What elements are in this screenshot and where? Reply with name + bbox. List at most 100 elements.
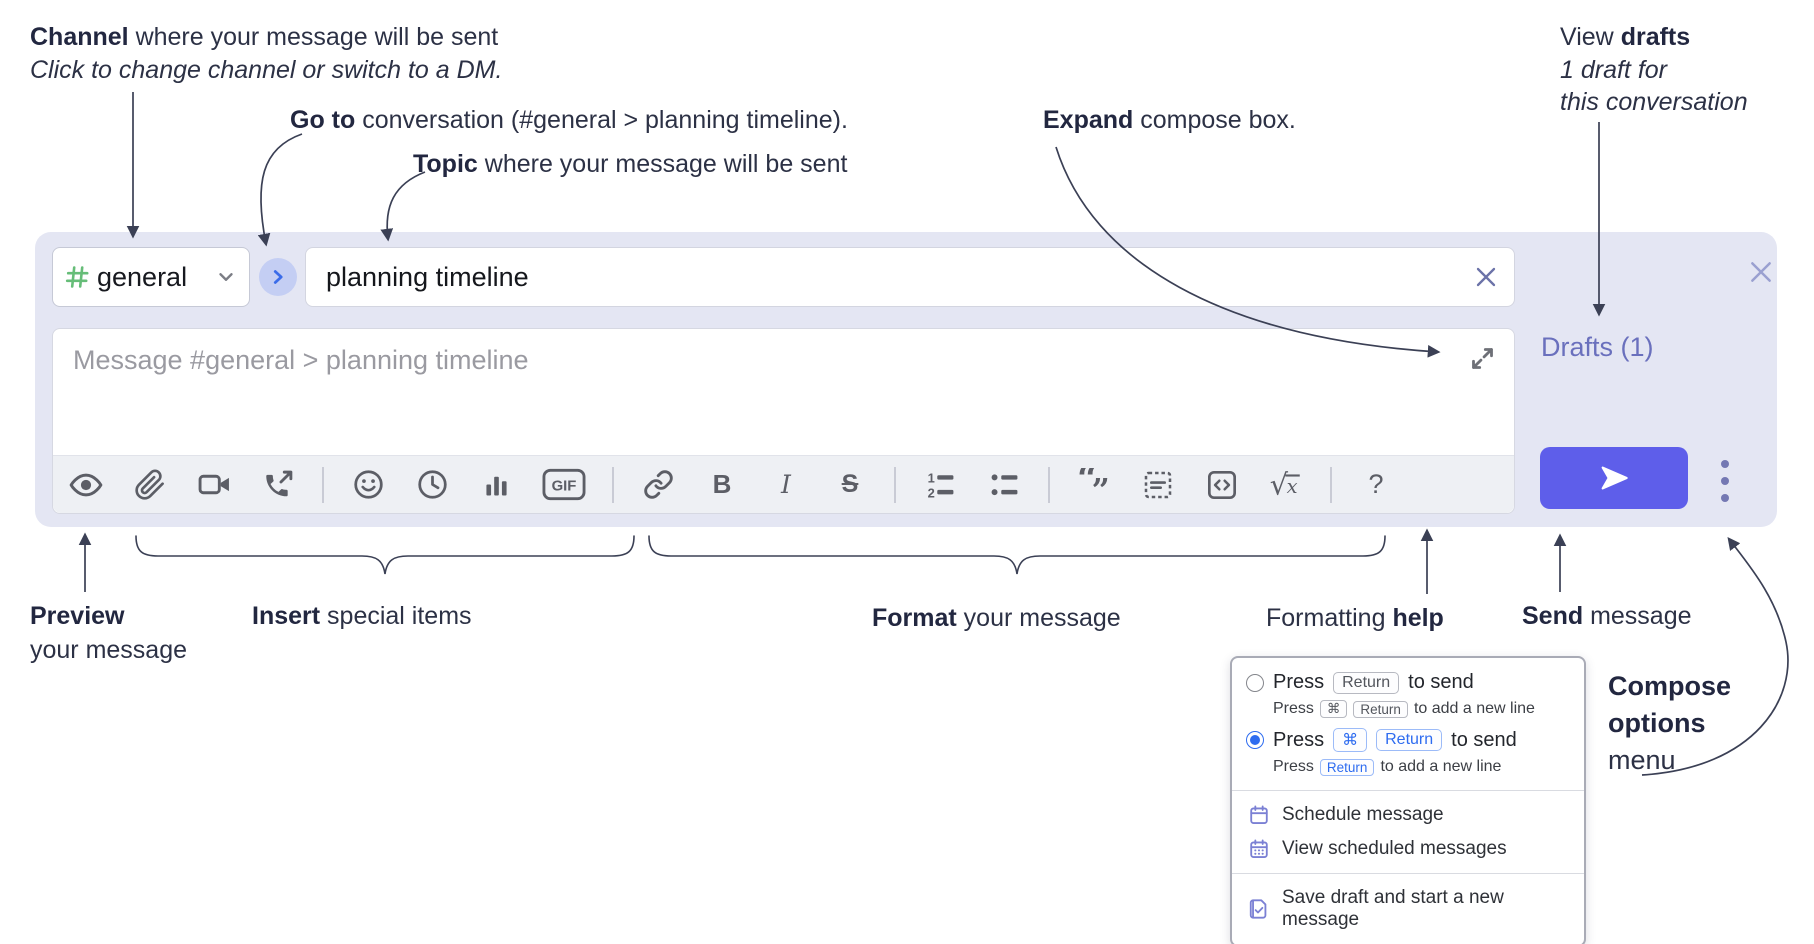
annotation-expand: Expand compose box. xyxy=(1043,104,1296,137)
annotation-go-to: Go to conversation (#general > planning … xyxy=(290,104,848,137)
video-call-button[interactable] xyxy=(194,465,234,505)
math-var-glyph: x xyxy=(1287,475,1298,498)
subtext: Press xyxy=(1273,700,1314,717)
key-return: Return xyxy=(1333,671,1400,694)
subtext: to add a new line xyxy=(1380,758,1502,775)
format-brace xyxy=(648,535,1386,575)
topic-input[interactable] xyxy=(326,261,1474,293)
key-return: Return xyxy=(1376,729,1443,751)
annotation-compose-line2: options xyxy=(1608,708,1706,738)
annotation-channel-sub: Click to change channel or switch to a D… xyxy=(30,56,503,84)
channel-name: general xyxy=(97,261,188,292)
annotation-topic: Topic where your message will be sent xyxy=(413,148,847,181)
bulleted-list-button[interactable] xyxy=(984,465,1024,505)
radio-selected-icon[interactable] xyxy=(1246,731,1264,749)
go-to-conversation-button[interactable] xyxy=(259,258,297,296)
add-poll-button[interactable] xyxy=(476,465,516,505)
annotation-help-pre: Formatting xyxy=(1266,604,1393,632)
eye-icon xyxy=(69,473,103,496)
calendar-days-icon xyxy=(1248,838,1270,860)
help-label: ? xyxy=(1368,469,1384,499)
expand-icon xyxy=(1472,348,1493,369)
ellipsis-dot xyxy=(1721,460,1729,468)
annotation-preview-line2: your message xyxy=(30,636,188,664)
formatting-help-button[interactable]: ? xyxy=(1356,465,1396,505)
enter-sends-subtext: Press ⌘ Return to add a new line xyxy=(1232,697,1584,725)
enter-sends-option[interactable]: Press Return to send xyxy=(1232,668,1584,697)
subtext: to add a new line xyxy=(1413,700,1535,717)
annotation-topic-rest: where your message will be sent xyxy=(477,150,848,178)
annotation-expand-rest: compose box. xyxy=(1133,106,1296,134)
menu-item-label: Save draft and start a new message xyxy=(1282,887,1504,930)
option-text: Press xyxy=(1273,728,1325,751)
preview-button[interactable] xyxy=(66,465,106,505)
toolbar-divider xyxy=(1048,466,1050,503)
annotation-send: Send message xyxy=(1522,600,1692,633)
annotation-topic-bold: Topic xyxy=(413,150,478,178)
code-button[interactable] xyxy=(1202,465,1242,505)
annotation-compose-options: Compose options menu xyxy=(1608,668,1731,779)
annotation-compose-line3: menu xyxy=(1608,745,1676,775)
message-input[interactable] xyxy=(53,329,1514,455)
quote-icon: “ ” xyxy=(1077,468,1110,502)
annotation-insert: Insert special items xyxy=(252,600,472,633)
key-return: Return xyxy=(1353,700,1408,718)
key-return: Return xyxy=(1319,758,1375,776)
link-icon xyxy=(643,470,673,499)
schedule-message-item[interactable]: Schedule message xyxy=(1232,798,1584,832)
save-draft-item[interactable]: Save draft and start a new message xyxy=(1232,881,1584,937)
calendar-icon xyxy=(1248,804,1270,826)
send-button[interactable] xyxy=(1540,447,1688,509)
view-scheduled-messages-item[interactable]: View scheduled messages xyxy=(1232,832,1584,866)
compose-options-menu-button[interactable] xyxy=(1711,453,1739,509)
annotation-expand-bold: Expand xyxy=(1043,106,1134,134)
emoji-button[interactable] xyxy=(348,465,388,505)
link-button[interactable] xyxy=(638,465,678,505)
math-button[interactable]: √ x xyxy=(1266,465,1306,505)
cmd-enter-sends-subtext: Press Return to add a new line xyxy=(1232,755,1584,783)
strikethrough-label: S xyxy=(841,470,859,498)
poll-bar-chart-icon xyxy=(485,476,507,496)
quote-open-glyph: “ xyxy=(1077,468,1098,500)
drafts-link[interactable]: Drafts (1) xyxy=(1541,332,1654,362)
compose-box: general xyxy=(35,232,1777,527)
annotation-format: Format your message xyxy=(872,602,1121,635)
spoiler-button[interactable] xyxy=(1138,465,1178,505)
smiley-icon xyxy=(353,470,383,499)
annotation-preview: Preview xyxy=(30,600,125,633)
annotation-view-drafts-pre: View xyxy=(1560,23,1621,51)
option-text: to send xyxy=(1451,728,1517,751)
numbered-list-button[interactable]: 1 2 xyxy=(920,465,960,505)
add-gif-button[interactable]: GIF xyxy=(540,465,588,505)
option-text: to send xyxy=(1408,671,1474,693)
bold-button[interactable]: B xyxy=(702,465,742,505)
chevron-right-icon xyxy=(273,270,283,284)
annotation-preview-bold: Preview xyxy=(30,602,125,630)
annotation-format-rest: your message xyxy=(956,604,1121,632)
expand-compose-button[interactable] xyxy=(1469,345,1496,372)
strikethrough-button[interactable]: S xyxy=(830,465,870,505)
gif-label: GIF xyxy=(552,478,577,494)
annotation-drafts-line2: 1 draft for xyxy=(1560,56,1667,84)
menu-item-label: Schedule message xyxy=(1282,804,1444,825)
audio-call-button[interactable] xyxy=(258,465,298,505)
radio-unselected-icon[interactable] xyxy=(1246,673,1264,692)
option-text: Press xyxy=(1273,671,1325,693)
ellipsis-dot xyxy=(1721,494,1729,502)
add-global-time-button[interactable] xyxy=(412,465,452,505)
channel-selector[interactable]: general xyxy=(52,247,250,307)
paperclip-icon xyxy=(135,469,164,500)
cmd-enter-sends-option[interactable]: Press ⌘ Return to send xyxy=(1232,725,1584,755)
quote-button[interactable]: “ ” xyxy=(1074,465,1114,505)
clear-topic-icon[interactable] xyxy=(1474,265,1498,289)
italic-label: I xyxy=(781,470,791,499)
italic-button[interactable]: I xyxy=(766,465,806,505)
annotation-send-rest: message xyxy=(1583,602,1692,630)
annotation-help-bold: help xyxy=(1392,604,1444,632)
subtext: Press xyxy=(1273,758,1314,775)
toolbar-divider xyxy=(612,466,614,503)
annotation-view-drafts-bold: drafts xyxy=(1620,23,1691,51)
close-compose-button[interactable] xyxy=(1747,258,1775,286)
code-icon xyxy=(1208,470,1236,499)
attach-file-button[interactable] xyxy=(130,465,170,505)
